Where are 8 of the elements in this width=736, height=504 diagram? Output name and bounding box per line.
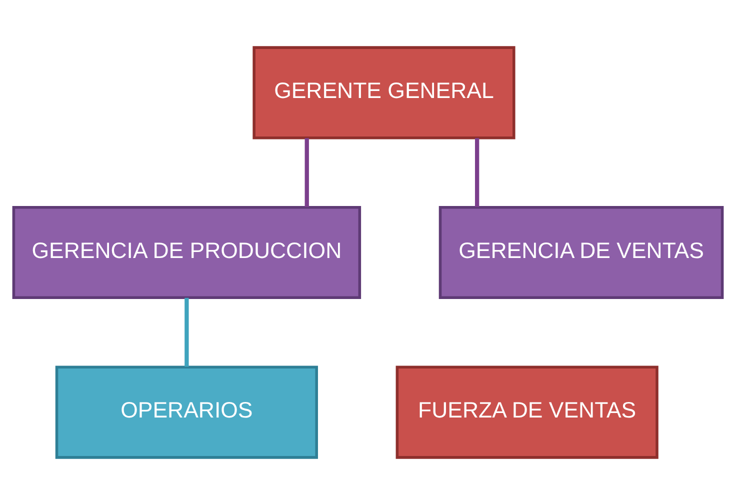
connector — [184, 297, 189, 366]
node-box: FUERZA DE VENTAS — [396, 365, 658, 458]
node-box: GERENTE GENERAL — [252, 46, 516, 139]
connector — [304, 138, 309, 207]
connector — [474, 138, 480, 207]
node-box: GERENCIA DE VENTAS — [438, 205, 724, 299]
node-box: OPERARIOS — [55, 365, 318, 458]
node-box: GERENCIA DE PRODUCCION — [12, 205, 362, 299]
